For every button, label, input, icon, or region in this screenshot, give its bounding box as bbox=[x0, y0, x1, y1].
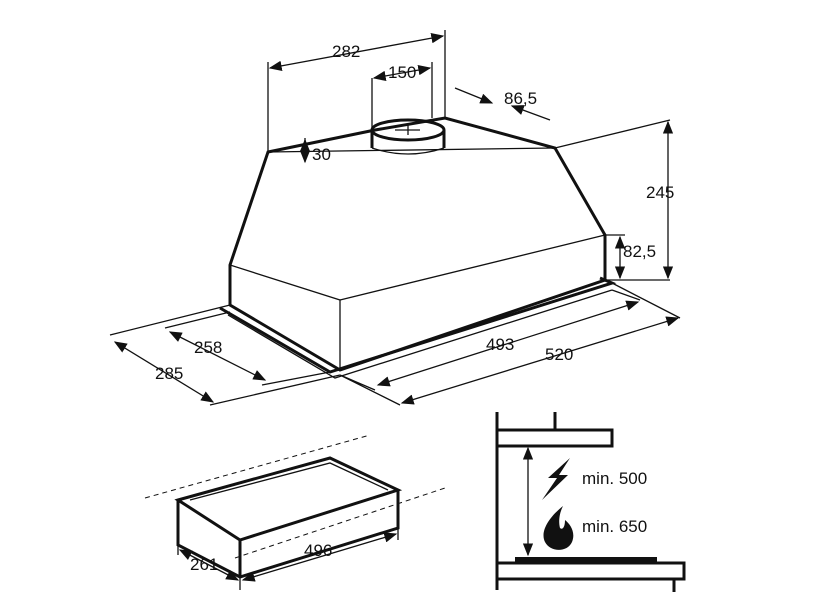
flame-icon bbox=[543, 506, 574, 550]
dim-inner-width: 493 bbox=[486, 335, 514, 354]
dim-outer-depth: 285 bbox=[155, 364, 183, 383]
dim-outlet-diameter: 150 bbox=[388, 63, 416, 82]
lightning-icon bbox=[542, 458, 570, 500]
dim-top-step: 30 bbox=[312, 145, 331, 164]
dim-inner-depth: 258 bbox=[194, 338, 222, 357]
clearance-gas: min. 650 bbox=[582, 517, 647, 536]
dim-top-width: 282 bbox=[332, 42, 360, 61]
dim-height: 245 bbox=[646, 183, 674, 202]
outlet-collar bbox=[370, 118, 446, 155]
dim-outlet-offset: 86,5 bbox=[504, 89, 537, 108]
cutout-width: 496 bbox=[304, 541, 332, 560]
dim-front-height: 82,5 bbox=[623, 242, 656, 261]
cutout-drawing bbox=[144, 434, 446, 590]
clearance-electric: min. 500 bbox=[582, 469, 647, 488]
dimension-lines bbox=[109, 30, 681, 406]
clearance-drawing bbox=[495, 412, 686, 592]
hood-body bbox=[219, 116, 617, 379]
cutout-depth: 261 bbox=[190, 555, 218, 574]
dim-outer-width: 520 bbox=[545, 345, 573, 364]
